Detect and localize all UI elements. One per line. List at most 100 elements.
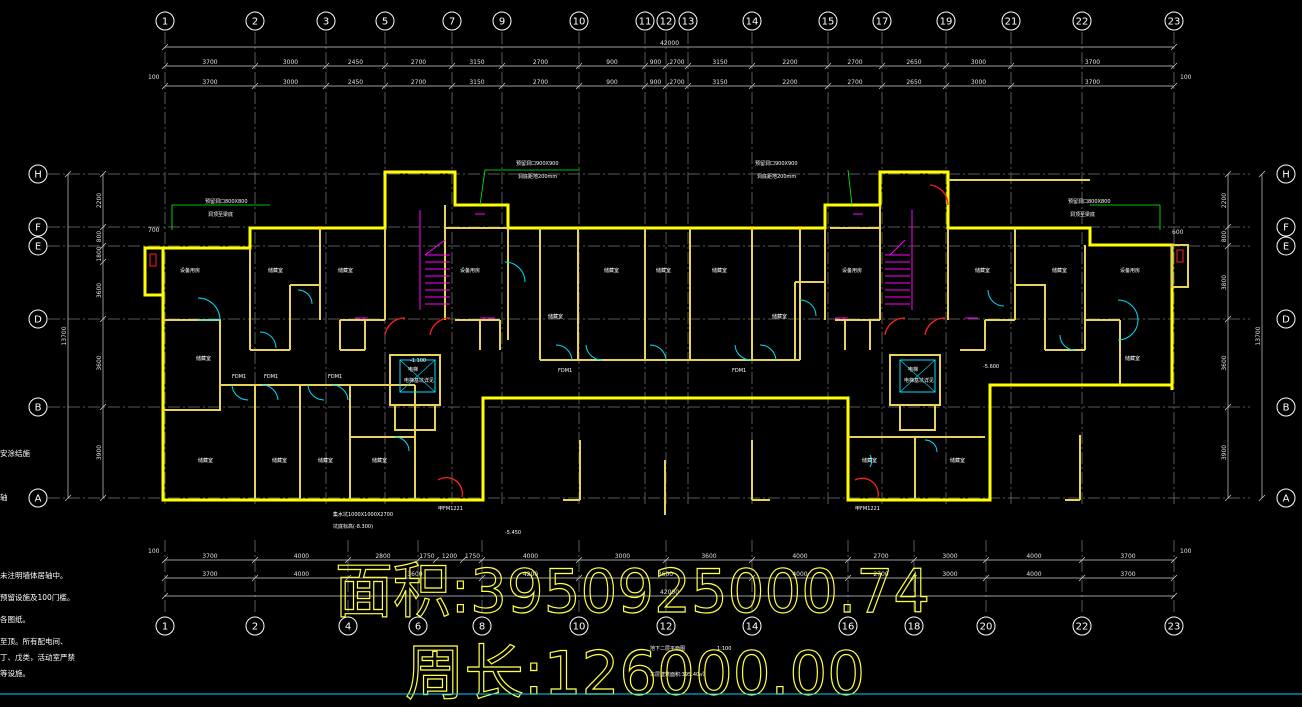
dim-bottom-row2-tick [478,574,486,582]
dim-top-overall-tick [1170,43,1178,51]
room-storage: 储藏室 [1052,267,1067,274]
room-equipment: 设备用房 [180,267,200,274]
dim-top-row2-tick [498,82,506,90]
outer-wall-bottom [161,295,1172,502]
elevator-sub: 电梯基坑详见 [404,377,434,384]
grid-bubble-left: B [28,397,48,417]
dim-bottom-row1-label: 2800 [375,553,390,560]
dim-top-row2-tick [942,82,950,90]
sump-sub: 坑底标高(-8.300) [333,523,373,530]
dim-left-inner-tick [99,494,107,502]
grid-bubble-right-label: B [1283,403,1290,414]
grid-bubble-bottom: 23 [1164,616,1184,636]
dim-top-row2-tick [878,82,886,90]
room-storage: 储藏室 [196,355,211,362]
dim-top-overall-tick [161,43,169,51]
dim-left-inner-label: 1800 [96,246,103,261]
dim-top-row2-label: 2700 [847,79,862,86]
grid-bubble-top-label: 21 [1005,17,1018,28]
grid-bubble-top: 11 [635,11,655,31]
grid-bubble-top-label: 23 [1168,17,1181,28]
room-storage: 储藏室 [318,457,333,464]
grid-bubble-top-circle [442,11,462,31]
dim-top-row1-tick [824,62,832,70]
door-fm1: FDM1 [264,374,278,380]
dim-right-inner-tick [1224,223,1232,231]
grid-bubble-top: 15 [818,11,838,31]
dim-bottom-row2-tick [982,574,990,582]
dim-left-inner-tick [99,242,107,250]
dim-top-row1-label: 2700 [669,59,684,66]
room-equipment: 设备用房 [1120,267,1140,274]
note-line: 丁、戊类，活动室严禁 [0,652,75,662]
dim-top-row1-tick [942,62,950,70]
grid-bubble-top-circle [155,11,175,31]
grid-bubble-bottom: 18 [904,616,924,636]
dim-100: 100 [1180,74,1192,81]
grid-bubble-left-label: D [34,315,42,326]
dim-100: 100 [148,74,160,81]
dim-right-inner-tick [1224,242,1232,250]
dim-left-inner-tick [99,170,107,178]
dim-top-row2-label: 900 [650,79,662,86]
red-marker-left [149,253,157,267]
grid-bubble-top-circle [742,11,762,31]
dim-bottom-row1-label: 1750 [419,553,434,560]
grid-bubble-left: H [28,164,48,184]
grid-bubble-bottom-circle [904,616,924,636]
dim-top-row2-label: 2450 [348,79,363,86]
outer-wall-left-wing [143,170,1174,390]
grid-bubble-left: D [28,309,48,329]
grid-bubble-bottom-label: 2 [252,622,258,633]
dim-bottom-row1-label: 3600 [701,553,716,560]
doors [149,184,1184,498]
grid-bubble-top-label: 5 [382,17,388,28]
dim-bottom-row2-label: 3700 [1120,571,1135,578]
dim-bottom-row1-label: 3700 [202,553,217,560]
grid-bubble-right-circle [1276,309,1296,329]
grid-bubble-right: E [1276,236,1296,256]
grid-bubble-bottom-label: 1 [162,622,168,633]
grid-bubble-top: 13 [678,11,698,31]
elevators [399,359,936,393]
grid-bubble-top: 14 [742,11,762,31]
dim-top-row1-tick [448,62,456,70]
dim-top-row1-label: 3700 [202,59,217,66]
grid-bubble-left-circle [28,236,48,256]
grid-bubble-bottom-label: 23 [1168,622,1181,633]
level-2: -5.600 [983,364,999,370]
dim-bottom-row1-tick [161,556,169,564]
grid-bubble-top: 23 [1164,11,1184,31]
grid-bubble-right-label: A [1283,494,1290,505]
dim-top-row2-tick [824,82,832,90]
dim-top-row2-label: 3000 [283,79,298,86]
dim-top-row2-label: 2700 [533,79,548,86]
dim-top-row2-tick [322,82,330,90]
grid-bubble-right: H [1276,164,1296,184]
dim-bottom-row2-tick [844,574,852,582]
grid-bubble-left: F [28,217,48,237]
grid-bubble-bottom: 12 [656,616,676,636]
elevator-left [399,359,436,393]
dim-top-row2-tick [1170,82,1178,90]
dim-bottom-row2-label: 3000 [942,571,957,578]
door-fm1: FDM1 [232,374,246,380]
dim-top-row1-tick [251,62,259,70]
inner-partitions [163,205,1121,500]
grid-bubble-top-label: 7 [449,17,455,28]
dim-left-inner-label: 3600 [96,283,103,298]
door-fm1: FDM1 [328,374,342,380]
dim-bottom-overall-tick [161,592,169,600]
dim-top-row2-label: 900 [606,79,618,86]
partition-core-right [830,205,985,500]
stairs [355,210,978,319]
dim-right-inner-tick [1224,403,1232,411]
grid-bubble-bottom-circle [742,616,762,636]
dim-top-row1-label: 900 [606,59,618,66]
grid-bubble-bottom: 10 [569,616,589,636]
dim-top-row2-tick [1007,82,1015,90]
grid-bubble-top-circle [656,11,676,31]
dim-top-row1-tick [684,62,692,70]
leader-lines [171,169,1161,230]
dim-top-row1-tick [161,62,169,70]
